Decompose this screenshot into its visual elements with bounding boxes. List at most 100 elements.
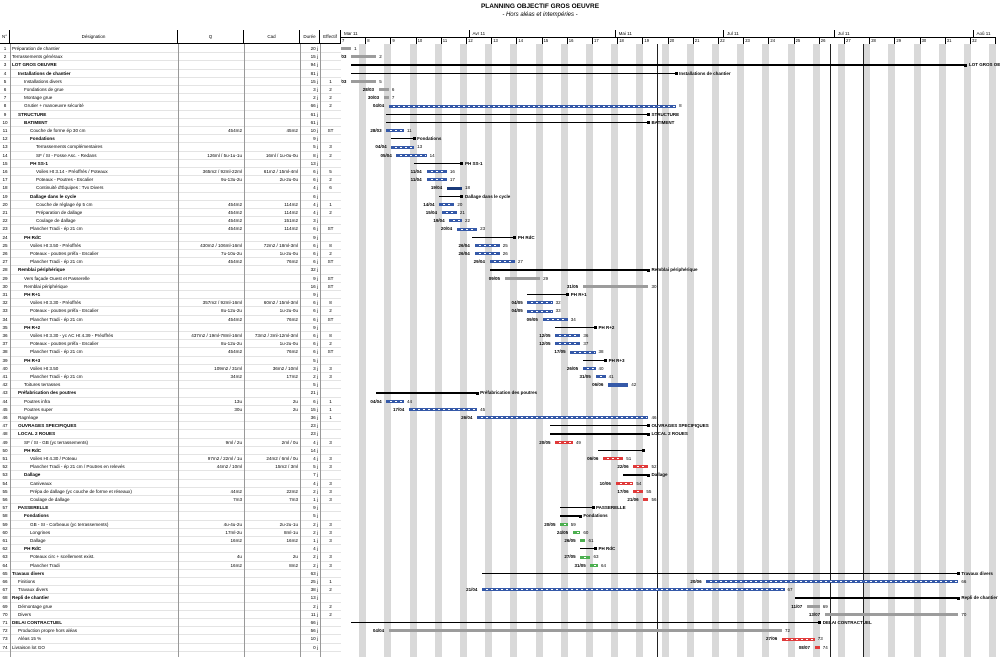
task-bar[interactable] (386, 399, 404, 403)
summary-bar[interactable] (555, 326, 596, 329)
task-bar[interactable] (386, 129, 404, 133)
summary-bar[interactable] (391, 138, 415, 140)
col-header-effectif[interactable]: Effectif (320, 30, 341, 44)
summary-bar[interactable] (598, 449, 644, 452)
task-bar[interactable] (439, 202, 455, 206)
task-bar[interactable] (633, 489, 644, 493)
task-bar[interactable] (633, 465, 649, 469)
col-header-designation[interactable]: Désignation (10, 30, 178, 44)
task-bar[interactable] (615, 481, 634, 485)
task-bar[interactable] (351, 79, 377, 83)
task-bar[interactable] (782, 637, 815, 641)
task-bar[interactable] (824, 612, 959, 616)
task-bar[interactable] (474, 252, 500, 256)
task-bar[interactable] (555, 334, 581, 338)
task-bar[interactable] (504, 276, 541, 280)
task-bar[interactable] (341, 47, 352, 51)
summary-bar[interactable] (550, 425, 649, 427)
task-bar[interactable] (595, 375, 606, 379)
task-bar[interactable] (608, 382, 629, 387)
summary-bar[interactable] (414, 162, 462, 165)
task-bar[interactable] (482, 588, 785, 592)
summary-bar[interactable] (623, 474, 649, 476)
task-bar[interactable] (474, 243, 500, 247)
task-bar[interactable] (555, 342, 581, 346)
summary-bar[interactable] (794, 597, 959, 599)
summary-bar[interactable] (580, 548, 596, 550)
task-bar[interactable] (441, 211, 457, 215)
task-bar[interactable] (477, 416, 649, 420)
task-bar[interactable] (388, 629, 782, 633)
summary-bar[interactable] (582, 359, 606, 361)
col-header-duree[interactable]: Durée (300, 30, 320, 44)
task-bar[interactable] (426, 170, 447, 174)
task-bar[interactable] (570, 350, 596, 354)
summary-bar[interactable] (439, 195, 462, 197)
summary-bar[interactable] (351, 72, 677, 74)
task-bar[interactable] (489, 260, 515, 264)
task-bar[interactable] (814, 645, 820, 649)
task-bar[interactable] (388, 104, 677, 108)
task-bar[interactable] (527, 301, 553, 305)
task-bar[interactable] (351, 55, 377, 59)
summary-bar[interactable] (386, 121, 649, 124)
task-bar[interactable] (396, 153, 427, 157)
summary-bar[interactable] (550, 433, 649, 435)
summary-bar[interactable] (482, 572, 959, 575)
summary-bar[interactable] (351, 621, 820, 624)
task-bar[interactable] (527, 309, 553, 313)
task-bar[interactable] (582, 366, 596, 370)
task-bar[interactable] (383, 96, 389, 100)
task-bar[interactable] (582, 284, 649, 288)
col-header-cad[interactable]: Cad (244, 30, 300, 44)
task-bar[interactable] (555, 440, 573, 444)
